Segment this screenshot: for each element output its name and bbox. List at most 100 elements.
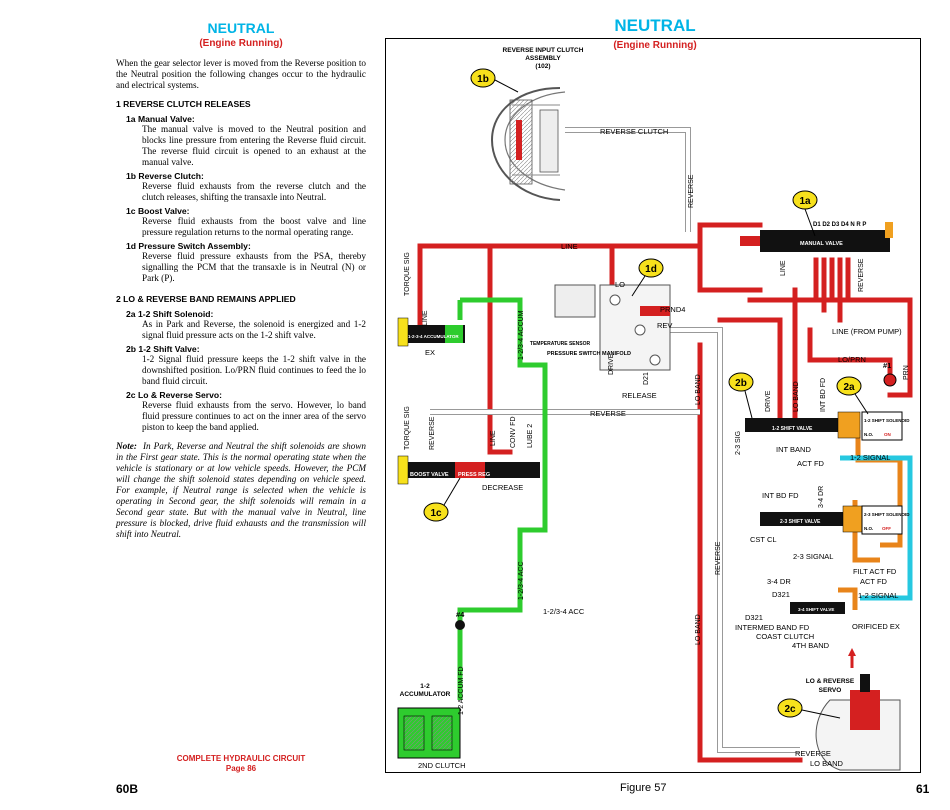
label-servo: SERVO [819,687,842,694]
label-d21-v: D21 [643,372,650,385]
label-manual-valve: MANUAL VALVE [800,241,843,247]
component-labels: TEMPERATURE SENSOR PRESSURE SWITCH MANIF… [400,341,855,698]
svg-text:2c: 2c [784,704,796,715]
left-subtitle: (Engine Running) [199,38,283,49]
label-lo-band-v2: LO BAND [695,614,702,645]
label-lube2: LUBE 2 [527,424,534,448]
label-acc-v: 1-2/3-4 ACC [518,561,525,600]
circuit-labels: REVERSE CLUTCH LINE LO PRND4 REV LINE (F… [418,127,902,770]
svg-text:1d: 1d [645,264,657,275]
label-34-dr: 3-4 DR [767,577,791,586]
label-off: OFF [882,526,891,531]
note-text: In Park, Reverse and Neutral the shift s… [116,441,367,539]
shift-valve-23 [760,505,866,533]
label-accum-fd-12: 1-2 ACCUM FD [458,666,465,715]
svg-text:1b: 1b [477,74,489,85]
subsection: 1d Pressure Switch Assembly: Reverse flu… [126,241,366,284]
exhausted-circuits [430,127,800,753]
label-no-23: N.O. [864,526,873,531]
callout-1a: 1a [792,190,818,237]
note-paragraph: Note: In Park, Reverse and Neutral the s… [116,441,366,540]
label-pressure-switch: PRESSURE SWITCH MANIFOLD [547,351,631,357]
label-34dr-v: 3-4 DR [818,486,825,508]
shift-valve-12 [745,411,861,439]
label-shift-23: 2-3 SHIFT VALVE [780,519,821,525]
intro-paragraph: When the gear selector lever is moved fr… [116,58,366,90]
figure-caption: Figure 57 [620,782,667,794]
label-reverse-v4: REVERSE [858,258,865,292]
label-line-v3: LINE [780,260,787,276]
label-int-bd-fd: INT BD FD [762,491,799,500]
subsection: 2c Lo & Reverse Servo: Reverse fluid exh… [126,390,366,433]
label-coast-clutch: COAST CLUTCH [756,632,814,641]
label-sol-23: 2-3 SHIFT SOLENOID [864,512,910,517]
svg-text:2b: 2b [735,378,747,389]
hydraulic-diagram-frame [385,38,921,773]
label-line-v2: LINE [490,430,497,446]
subsection-heading: 1b Reverse Clutch: [126,171,204,181]
subsection: 2a 1-2 Shift Solenoid: As in Park and Re… [126,309,366,341]
callout-2a: 2a [836,376,869,415]
label-torque-sig-2: TORQUE SIG [404,406,411,450]
subsection-body: As in Park and Reverse, the solenoid is … [142,319,366,340]
solenoid-signal-circuits [840,455,913,601]
label-drive-v: DRIVE [608,353,615,375]
section-heading: 1 REVERSE CLUTCH RELEASES [116,99,251,109]
right-title: NEUTRAL [614,16,696,35]
accumulator-12 [397,707,461,759]
svg-text:2a: 2a [843,382,855,393]
label-lo-band-v: LO BAND [695,374,702,405]
section-heading: 2 LO & REVERSE BAND REMAINS APPLIED [116,294,296,304]
label-reverse-clutch: REVERSE CLUTCH [600,127,668,136]
label-lo: LO [615,280,625,289]
subsection: 1c Boost Valve: Reverse fluid exhausts f… [126,206,366,238]
label-d321-2: D321 [745,613,763,622]
subsection: 1a Manual Valve: The manual valve is mov… [126,114,366,168]
label-orificed-ex: ORIFICED EX [852,622,900,631]
accumulator-1234 [397,317,465,347]
label-assembly: ASSEMBLY [525,55,561,62]
subsection-heading: 1d Pressure Switch Assembly: [126,241,251,251]
label-shift-12: 1-2 SHIFT VALVE [772,426,813,432]
diagram-labels: REVERSE INPUT CLUTCH ASSEMBLY (102) D1 D… [408,47,910,612]
right-page-number: 61 [916,782,930,796]
label-release: RELEASE [622,391,657,400]
label-intermed-band: INTERMED BAND FD [735,623,810,632]
subsection-heading: 2a 1-2 Shift Solenoid: [126,309,214,319]
subsection-body: The manual valve is moved to the Neutral… [142,124,366,167]
label-accumulator: 1-2-3-4 ACCUMULATOR [408,334,459,339]
subsection: 2b 1-2 Shift Valve: 1-2 Signal fluid pre… [126,344,366,387]
subsection-body: Reverse fluid exhausts from the boost va… [142,216,366,237]
label-check-4: #4 [456,610,465,619]
callout-1d: 1d [631,258,664,297]
left-title: NEUTRAL [207,20,275,36]
label-line: LINE [561,242,578,251]
label-accum-1234: 1-2/3-4 ACCUM [518,310,525,360]
label-rev: REV [657,321,672,330]
label-line-from-pump: LINE (FROM PUMP) [832,327,902,336]
label-reverse: REVERSE [590,409,626,418]
label-signal-12-2: 1-2 SIGNAL [858,591,898,600]
callout-2b: 2b [728,372,754,419]
label-int-band: INT BAND [776,445,811,454]
subsection-body: Reverse fluid exhausts from the servo. H… [142,400,366,432]
label-filt-act-fd: FILT ACT FD [853,567,897,576]
label-cst-cl: CST CL [750,535,777,544]
reference-title: COMPLETE HYDRAULIC CIRCUIT [176,754,306,763]
label-acc-1234: 1-2/3-4 ACC [543,607,585,616]
check-ball-4 [455,620,465,630]
vertical-labels: TORQUE SIG TORQUE SIG LINE LINE 1-2/3-4 … [404,174,910,715]
left-page-text: NEUTRAL (Engine Running) When the gear s… [116,20,366,540]
hydraulic-circuit-reference[interactable]: COMPLETE HYDRAULIC CIRCUIT Page 86 [116,754,366,774]
label-signal-23: 2-3 SIGNAL [793,552,833,561]
check-ball-1 [883,373,897,387]
label-torque-sig: TORQUE SIG [404,252,411,296]
svg-text:1a: 1a [799,196,811,207]
subsection-body: 1-2 Signal fluid pressure keeps the 1-2 … [142,354,366,386]
label-act-fd-2: ACT FD [860,577,888,586]
right-subtitle: (Engine Running) [613,40,697,51]
label-press-reg: PRESS REG [458,472,490,478]
accumulator-circuits [457,297,548,700]
label-prn-v: PRN [903,365,910,380]
